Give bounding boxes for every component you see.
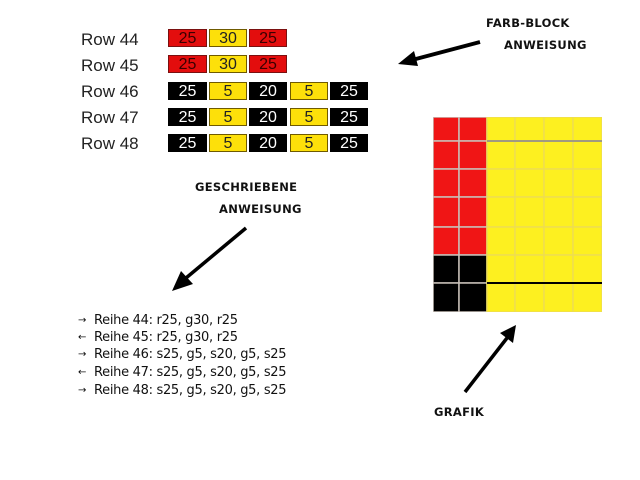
color-block: 25 bbox=[168, 82, 207, 100]
color-block: 20 bbox=[249, 82, 287, 100]
instruction-line: ← Reihe 47: s25, g5, s20, g5, s25 bbox=[78, 365, 287, 381]
graphic-cell bbox=[486, 226, 516, 256]
instruction-line: → Reihe 48: s25, g5, s20, g5, s25 bbox=[78, 383, 287, 399]
graphic-cell bbox=[433, 117, 460, 142]
color-block: 25 bbox=[249, 29, 287, 47]
instruction-text: Reihe 45: r25, g30, r25 bbox=[94, 330, 238, 345]
color-block: 20 bbox=[249, 108, 287, 126]
graphic-cell bbox=[458, 117, 488, 142]
color-block: 25 bbox=[330, 134, 368, 152]
graphic-cell bbox=[572, 140, 602, 170]
caption-grafik: GRAFIK bbox=[434, 405, 485, 419]
instruction-text: Reihe 44: r25, g30, r25 bbox=[94, 313, 238, 328]
graphic-cell bbox=[514, 117, 545, 142]
color-block: 25 bbox=[330, 82, 368, 100]
row-label-45: Row 45 bbox=[81, 56, 139, 75]
row-label-44: Row 44 bbox=[81, 30, 139, 49]
graphic-cell bbox=[433, 196, 460, 228]
instruction-line: → Reihe 46: s25, g5, s20, g5, s25 bbox=[78, 347, 287, 363]
color-block: 30 bbox=[209, 29, 247, 47]
graphic-cell bbox=[543, 117, 574, 142]
graphic-cell bbox=[458, 140, 488, 170]
color-block: 25 bbox=[168, 29, 207, 47]
graphic-cell bbox=[514, 140, 545, 170]
caption-farb-block-1: FARB-BLOCK bbox=[486, 16, 570, 30]
graphic-cell bbox=[433, 282, 460, 312]
graphic-cell bbox=[433, 140, 460, 170]
color-block: 5 bbox=[209, 108, 247, 126]
graphic-cell bbox=[572, 117, 602, 142]
graphic-cell bbox=[514, 226, 545, 256]
arrow-to-written-instructions-icon bbox=[172, 226, 248, 291]
graphic-cell bbox=[572, 282, 602, 312]
graphic-cell bbox=[543, 282, 574, 312]
graphic-cell bbox=[514, 282, 545, 312]
graphic-cell bbox=[543, 254, 574, 284]
color-block: 25 bbox=[330, 108, 368, 126]
graphic-cell bbox=[458, 226, 488, 256]
graphic-cell bbox=[543, 168, 574, 198]
color-block: 5 bbox=[290, 82, 328, 100]
graphic-cell bbox=[486, 282, 516, 312]
graphic-cell bbox=[514, 196, 545, 228]
arrow-to-graphic-icon bbox=[463, 325, 516, 394]
graphic-cell bbox=[543, 196, 574, 228]
direction-arrow-icon: ← bbox=[78, 332, 87, 343]
instruction-text: Reihe 46: s25, g5, s20, g5, s25 bbox=[94, 347, 287, 362]
arrow-to-color-blocks-icon bbox=[398, 40, 481, 66]
graphic-cell bbox=[458, 196, 488, 228]
graphic-cell bbox=[543, 226, 574, 256]
graphic-cell bbox=[514, 168, 545, 198]
graphic-cell bbox=[433, 254, 460, 284]
instruction-line: ← Reihe 45: r25, g30, r25 bbox=[78, 330, 238, 346]
color-block: 30 bbox=[209, 55, 247, 73]
graphic-cell bbox=[572, 196, 602, 228]
graphic-cell bbox=[514, 254, 545, 284]
color-block: 5 bbox=[290, 108, 328, 126]
graphic-cell bbox=[433, 226, 460, 256]
direction-arrow-icon: ← bbox=[78, 367, 87, 378]
graphic-cell bbox=[486, 254, 516, 284]
row-label-48: Row 48 bbox=[81, 134, 139, 153]
direction-arrow-icon: → bbox=[78, 315, 87, 326]
graphic-cell bbox=[572, 254, 602, 284]
color-block: 25 bbox=[168, 55, 207, 73]
color-block: 5 bbox=[290, 134, 328, 152]
graphic-cell bbox=[486, 140, 516, 170]
graphic-cell bbox=[486, 168, 516, 198]
row-label-46: Row 46 bbox=[81, 82, 139, 101]
color-block: 5 bbox=[209, 82, 247, 100]
color-block: 20 bbox=[249, 134, 287, 152]
graphic-cell bbox=[486, 196, 516, 228]
graphic-cell bbox=[572, 226, 602, 256]
caption-farb-block-2: ANWEISUNG bbox=[504, 38, 587, 52]
knitting-chart-graphic bbox=[433, 117, 602, 312]
row-label-47: Row 47 bbox=[81, 108, 139, 127]
direction-arrow-icon: → bbox=[78, 349, 87, 360]
color-block: 25 bbox=[168, 134, 207, 152]
caption-geschriebene-1: GESCHRIEBENE bbox=[195, 180, 298, 194]
direction-arrow-icon: → bbox=[78, 385, 87, 396]
graphic-cell bbox=[486, 117, 516, 142]
color-block: 5 bbox=[209, 134, 247, 152]
instruction-text: Reihe 48: s25, g5, s20, g5, s25 bbox=[94, 383, 287, 398]
graphic-cell bbox=[458, 282, 488, 312]
instruction-text: Reihe 47: s25, g5, s20, g5, s25 bbox=[94, 365, 287, 380]
graphic-cell bbox=[458, 254, 488, 284]
graphic-cell bbox=[572, 168, 602, 198]
color-block: 25 bbox=[168, 108, 207, 126]
instruction-line: → Reihe 44: r25, g30, r25 bbox=[78, 313, 238, 329]
graphic-cell bbox=[458, 168, 488, 198]
color-block: 25 bbox=[249, 55, 287, 73]
graphic-cell bbox=[543, 140, 574, 170]
graphic-cell bbox=[433, 168, 460, 198]
caption-geschriebene-2: ANWEISUNG bbox=[219, 202, 302, 216]
